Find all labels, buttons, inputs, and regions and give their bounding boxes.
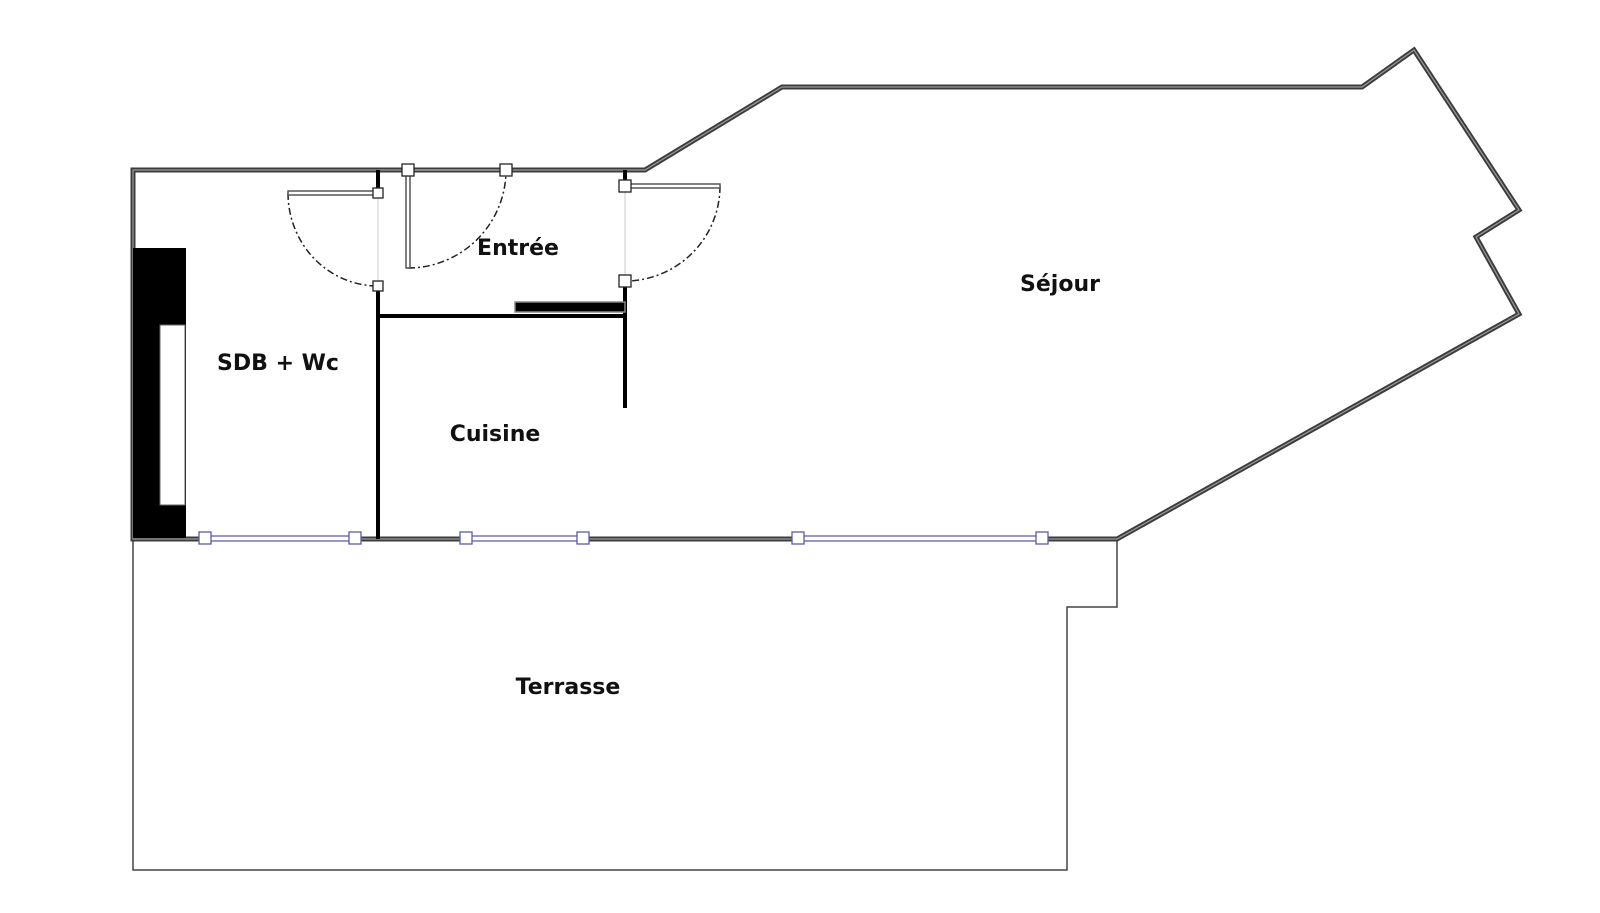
window-handle[interactable] bbox=[459, 531, 473, 545]
window-handle[interactable] bbox=[198, 531, 212, 545]
window bbox=[198, 531, 362, 545]
door-swing-arc bbox=[287, 192, 379, 287]
door-leaf bbox=[405, 169, 411, 269]
room-label-sdb-wc: SDB + Wc bbox=[217, 351, 339, 376]
door-leaf bbox=[287, 190, 379, 196]
window bbox=[791, 531, 1049, 545]
door-handle[interactable] bbox=[618, 179, 632, 193]
window-handle[interactable] bbox=[348, 531, 362, 545]
door-handle[interactable] bbox=[618, 274, 632, 288]
exterior-wall-inner-line bbox=[132, 49, 1520, 540]
window-handle[interactable] bbox=[576, 531, 590, 545]
door-handle[interactable] bbox=[372, 280, 384, 292]
room-label-sejour: Séjour bbox=[1020, 272, 1100, 297]
terrace-outline bbox=[132, 539, 1118, 871]
window-handle[interactable] bbox=[791, 531, 805, 545]
door-swing-arc bbox=[407, 169, 507, 269]
door-swing-arc bbox=[624, 185, 721, 282]
room-label-entree: Entrée bbox=[477, 236, 559, 261]
window-handle[interactable] bbox=[1035, 531, 1049, 545]
door-handle[interactable] bbox=[401, 163, 415, 177]
bathtub-opening bbox=[159, 324, 186, 506]
exterior-wall bbox=[130, 46, 1523, 542]
door-leaf bbox=[624, 183, 721, 189]
door-handle[interactable] bbox=[372, 187, 384, 199]
room-label-terrasse: Terrasse bbox=[516, 675, 621, 700]
door-handle[interactable] bbox=[499, 163, 513, 177]
room-label-cuisine: Cuisine bbox=[450, 422, 541, 447]
kitchen-counter bbox=[514, 301, 626, 313]
window bbox=[459, 531, 590, 545]
